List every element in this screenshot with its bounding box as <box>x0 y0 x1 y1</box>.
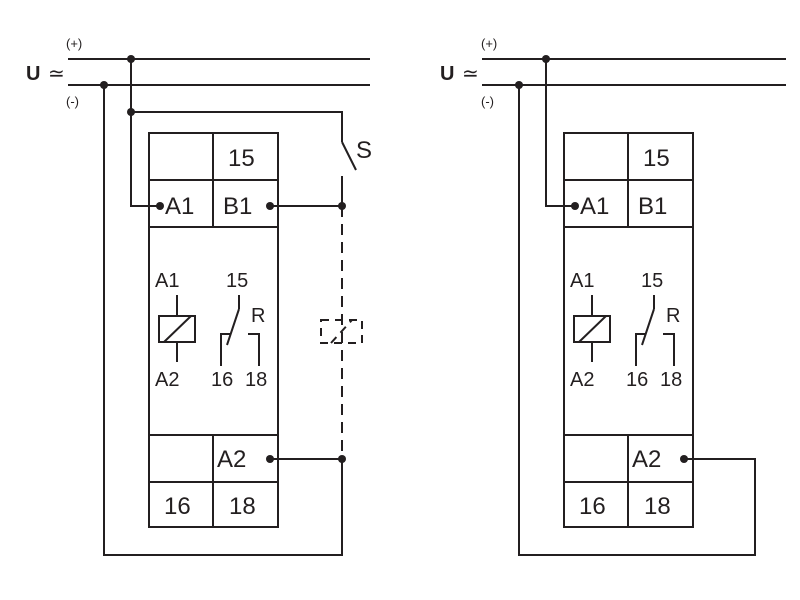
terminal-a2: A2 <box>217 446 246 473</box>
contact-label-15: 15 <box>641 270 663 292</box>
ac-dc-symbol: ≃ <box>48 63 65 85</box>
relay-symbol: A1 A2 15 R 16 18 <box>155 270 267 391</box>
wire-minus-to-a2 <box>518 85 756 556</box>
relay-module: 15 A1 B1 A2 16 18 A1 A2 15 R <box>148 132 279 528</box>
terminal-dot-a2 <box>680 455 688 463</box>
terminal-16: 16 <box>579 493 606 520</box>
contact-mode-label: R <box>251 305 265 327</box>
contact-label-16: 16 <box>626 369 648 391</box>
contact-label-18: 18 <box>245 369 267 391</box>
terminal-a1: A1 <box>580 193 609 220</box>
terminal-b1: B1 <box>638 193 667 220</box>
relay-symbol: A1 A2 15 R 16 18 <box>570 270 682 391</box>
changeover-contact-icon <box>220 295 260 366</box>
terminal-15: 15 <box>228 145 255 172</box>
switch-blade <box>341 141 357 171</box>
coil-label-a1: A1 <box>570 270 594 292</box>
junction-dot <box>542 55 550 63</box>
supply-voltage-label: U <box>26 63 40 85</box>
dashed-load-coil <box>320 319 363 344</box>
minus-label: (-) <box>66 94 79 109</box>
plus-label: (+) <box>66 36 82 51</box>
right-diagram: U ≃ (+) (-) 15 A1 B1 A2 16 18 A1 <box>440 36 786 556</box>
contact-label-15: 15 <box>226 270 248 292</box>
terminal-18: 18 <box>644 493 671 520</box>
terminal-15: 15 <box>643 145 670 172</box>
terminal-b1: B1 <box>223 193 252 220</box>
coil-label-a2: A2 <box>155 369 179 391</box>
plus-label: (+) <box>481 36 497 51</box>
coil-label-a2: A2 <box>570 369 594 391</box>
relay-module: 15 A1 B1 A2 16 18 A1 A2 15 R <box>563 132 694 528</box>
junction-dot <box>127 55 135 63</box>
contact-label-18: 18 <box>660 369 682 391</box>
terminal-dot-a1 <box>156 202 164 210</box>
junction-dot <box>100 81 108 89</box>
junction-dot <box>127 108 135 116</box>
terminal-a1: A1 <box>165 193 194 220</box>
wire-plus-to-switch <box>131 111 343 120</box>
wire-minus-return <box>103 85 343 556</box>
ac-dc-symbol: ≃ <box>462 63 479 85</box>
junction-dot <box>515 81 523 89</box>
terminal-dot-a1 <box>571 202 579 210</box>
junction-dot <box>338 202 346 210</box>
terminal-16: 16 <box>164 493 191 520</box>
terminal-18: 18 <box>229 493 256 520</box>
coil-label-a1: A1 <box>155 270 179 292</box>
contact-label-16: 16 <box>211 369 233 391</box>
supply-voltage-label: U <box>440 63 454 85</box>
contact-mode-label: R <box>666 305 680 327</box>
minus-label: (-) <box>481 94 494 109</box>
left-diagram: U ≃ (+) (-) S <box>26 36 372 556</box>
terminal-dot-b1 <box>266 202 274 210</box>
switch-label: S <box>356 137 372 164</box>
junction-dot <box>338 455 346 463</box>
terminal-a2: A2 <box>632 446 661 473</box>
terminal-dot-a2 <box>266 455 274 463</box>
wire-plus-to-a1 <box>545 59 575 207</box>
changeover-contact-icon <box>635 295 675 366</box>
